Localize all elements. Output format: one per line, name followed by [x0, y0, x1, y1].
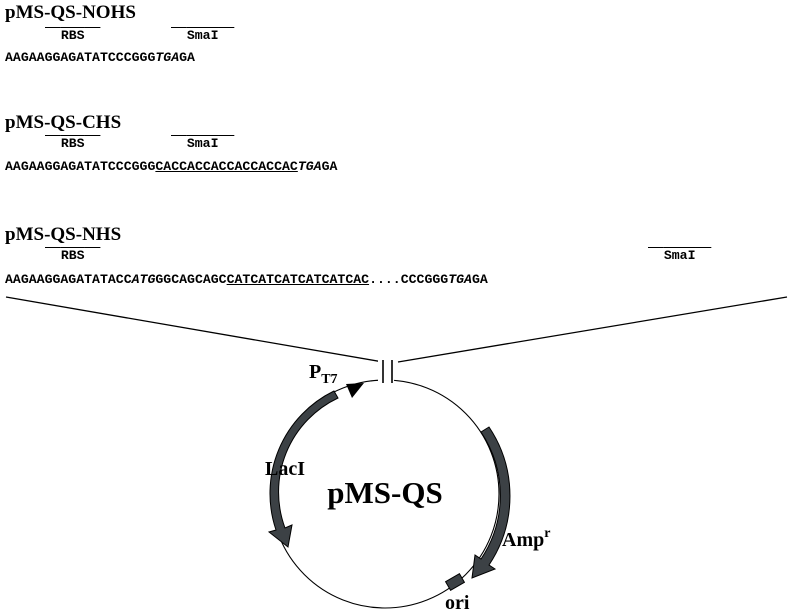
construct-block-chs: pMS-QS-CHS	[5, 112, 121, 134]
rbs-label: RBS	[60, 136, 85, 151]
construct-title: pMS-QS-NOHS	[5, 2, 136, 23]
plasmid-name: pMS-QS	[327, 475, 442, 510]
construct-title: pMS-QS-CHS	[5, 112, 122, 133]
laci-label: LacI	[265, 458, 305, 480]
his-tag-segment: CACCACCACCACCACCAC	[155, 159, 298, 174]
his-tag-segment: CATCATCATCATCATCAC	[226, 272, 370, 287]
construct-title: pMS-QS-NHS	[5, 224, 122, 245]
zoom-line-left	[5, 296, 384, 363]
sequence-segment: GGCAGCAGC	[155, 272, 227, 287]
codon-segment: TGA	[155, 50, 180, 65]
sequence-segment: AAGAAGGAGATATCCCGGG	[5, 159, 156, 174]
codon-segment: ATG	[131, 272, 156, 287]
sequence-segment: ....CCCGGG	[369, 272, 449, 287]
dna-sequence: AAGAAGGAGATATCCCGGGCACCACCACCACCACCACTGA…	[5, 159, 337, 175]
construct-block-nhs: pMS-QS-NHS	[5, 224, 121, 246]
rbs-label: RBS	[60, 248, 85, 263]
smai-label: SmaI	[186, 136, 219, 151]
promoter-arrow-icon	[346, 383, 364, 398]
smai-site-label: SmaI	[171, 28, 234, 43]
rbs-label: RBS	[60, 28, 85, 43]
codon-segment: TGA	[297, 159, 322, 174]
amp-gene-arrow	[471, 426, 511, 579]
insertion-gap	[378, 360, 394, 386]
rbs-site-label: RBS	[45, 248, 100, 263]
sequence-segment: AAGAAGGAGATATACC	[5, 272, 132, 287]
smai-site-label: SmaI	[171, 136, 234, 151]
sequence-segment: AAGAAGGAGATATCCCGGG	[5, 50, 156, 65]
rbs-site-label: RBS	[45, 28, 100, 43]
rbs-site-label: RBS	[45, 136, 100, 151]
zoom-line-right	[397, 296, 788, 363]
sequence-segment: GA	[471, 272, 488, 287]
amp-label: Ampr	[502, 526, 550, 551]
laci-gene-arrow	[267, 390, 339, 548]
construct-block-nohs: pMS-QS-NOHS	[5, 2, 136, 24]
codon-segment: TGA	[448, 272, 472, 287]
dna-sequence: AAGAAGGAGATATACCATGGGCAGCAGCCATCATCATCAT…	[5, 272, 488, 288]
smai-label: SmaI	[663, 248, 696, 263]
promoter-label: PT7	[309, 361, 338, 387]
dna-sequence: AAGAAGGAGATATCCCGGGTGAGA	[5, 50, 195, 66]
ori-label: ori	[445, 592, 470, 614]
sequence-segment: GA	[321, 159, 338, 174]
sequence-segment: GA	[179, 50, 195, 65]
ori-box	[444, 572, 466, 592]
smai-label: SmaI	[186, 28, 219, 43]
smai-site-label: SmaI	[648, 248, 711, 263]
